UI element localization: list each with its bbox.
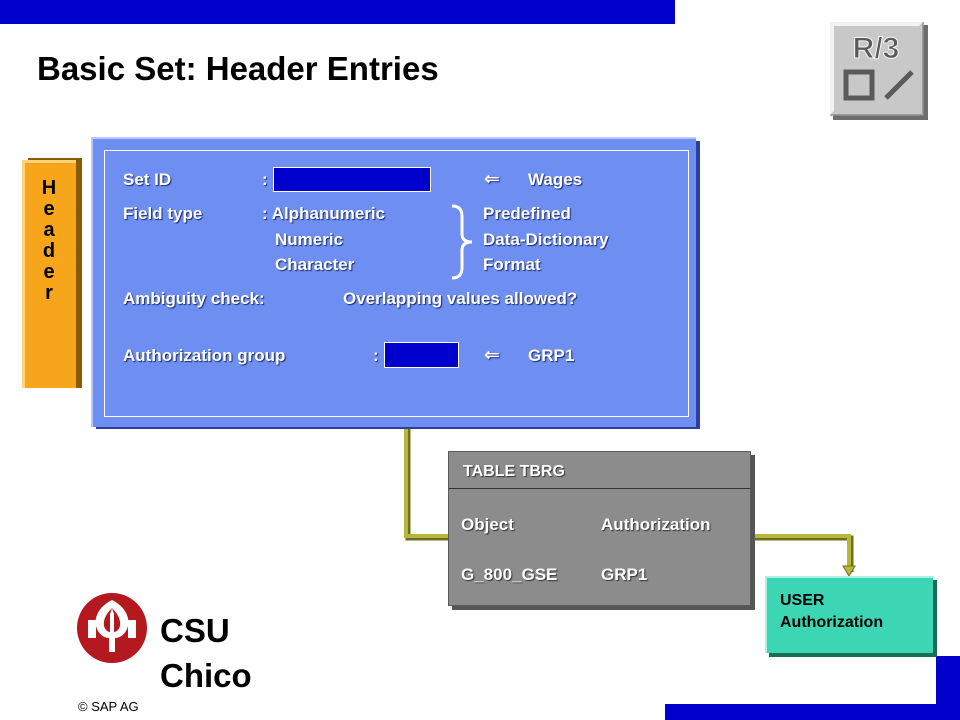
ambiguity-check-value: Overlapping values allowed? [343, 289, 578, 308]
field-type-option: : Alphanumeric [262, 204, 386, 223]
left-arrow-icon: ⇐ [484, 169, 500, 190]
table-divider [449, 488, 750, 489]
set-id-label: Set ID [123, 170, 172, 189]
authorization-line: Authorization [780, 614, 884, 631]
header-tab-label: H e a d e r [22, 178, 76, 304]
auth-group-example: GRP1 [528, 346, 575, 365]
user-line: USER [780, 592, 825, 609]
auth-group-label: Authorization group [123, 346, 286, 365]
header-tab-letter: r [45, 282, 53, 304]
ambiguity-check-label: Ambiguity check: [123, 289, 265, 308]
set-id-colon: : [262, 170, 268, 189]
r3-logo-icon: R/3 [830, 22, 928, 120]
set-id-field[interactable] [273, 167, 431, 192]
bottom-accent-stub [936, 656, 960, 720]
set-id-example: Wages [528, 170, 583, 189]
field-type-source: Format [483, 255, 541, 274]
field-type-option: Numeric [275, 230, 344, 249]
university-wordmark: CSU Chico [160, 608, 252, 698]
table-title: TABLE TBRG [463, 463, 565, 480]
table-column-header: Authorization [601, 515, 711, 534]
university-line: CSU [160, 612, 230, 649]
header-side-tab [22, 160, 76, 388]
header-tab-letter: e [43, 261, 55, 283]
left-arrow-icon: ⇐ [484, 345, 500, 366]
brace-icon [451, 204, 473, 280]
header-tab-letter: e [43, 198, 55, 220]
table-column-header: Object [461, 515, 514, 534]
auth-group-colon: : [373, 346, 379, 365]
table-tbrg-box [448, 451, 751, 606]
panel-inner-frame [104, 150, 689, 417]
university-line: Chico [160, 657, 252, 694]
user-authorization-box [765, 576, 933, 653]
svg-text:R/3: R/3 [853, 32, 900, 65]
header-tab-letter: H [41, 177, 57, 199]
user-authorization-label: USER Authorization [780, 590, 883, 634]
field-type-option: Character [275, 255, 355, 274]
slide-title: Basic Set: Header Entries [37, 50, 439, 87]
csu-chico-logo-icon [77, 593, 147, 663]
header-tab-letter: a [43, 219, 55, 241]
header-tab-letter: d [42, 240, 56, 262]
table-cell: G_800_GSE [461, 565, 558, 584]
copyright-text: © SAP AG [78, 699, 139, 714]
bottom-accent-bar [665, 704, 960, 720]
top-accent-bar [0, 0, 675, 24]
table-cell: GRP1 [601, 565, 648, 584]
field-type-source: Predefined [483, 204, 571, 223]
field-type-source: Data-Dictionary [483, 230, 609, 249]
auth-group-field[interactable] [384, 342, 459, 368]
field-type-label: Field type [123, 204, 203, 223]
